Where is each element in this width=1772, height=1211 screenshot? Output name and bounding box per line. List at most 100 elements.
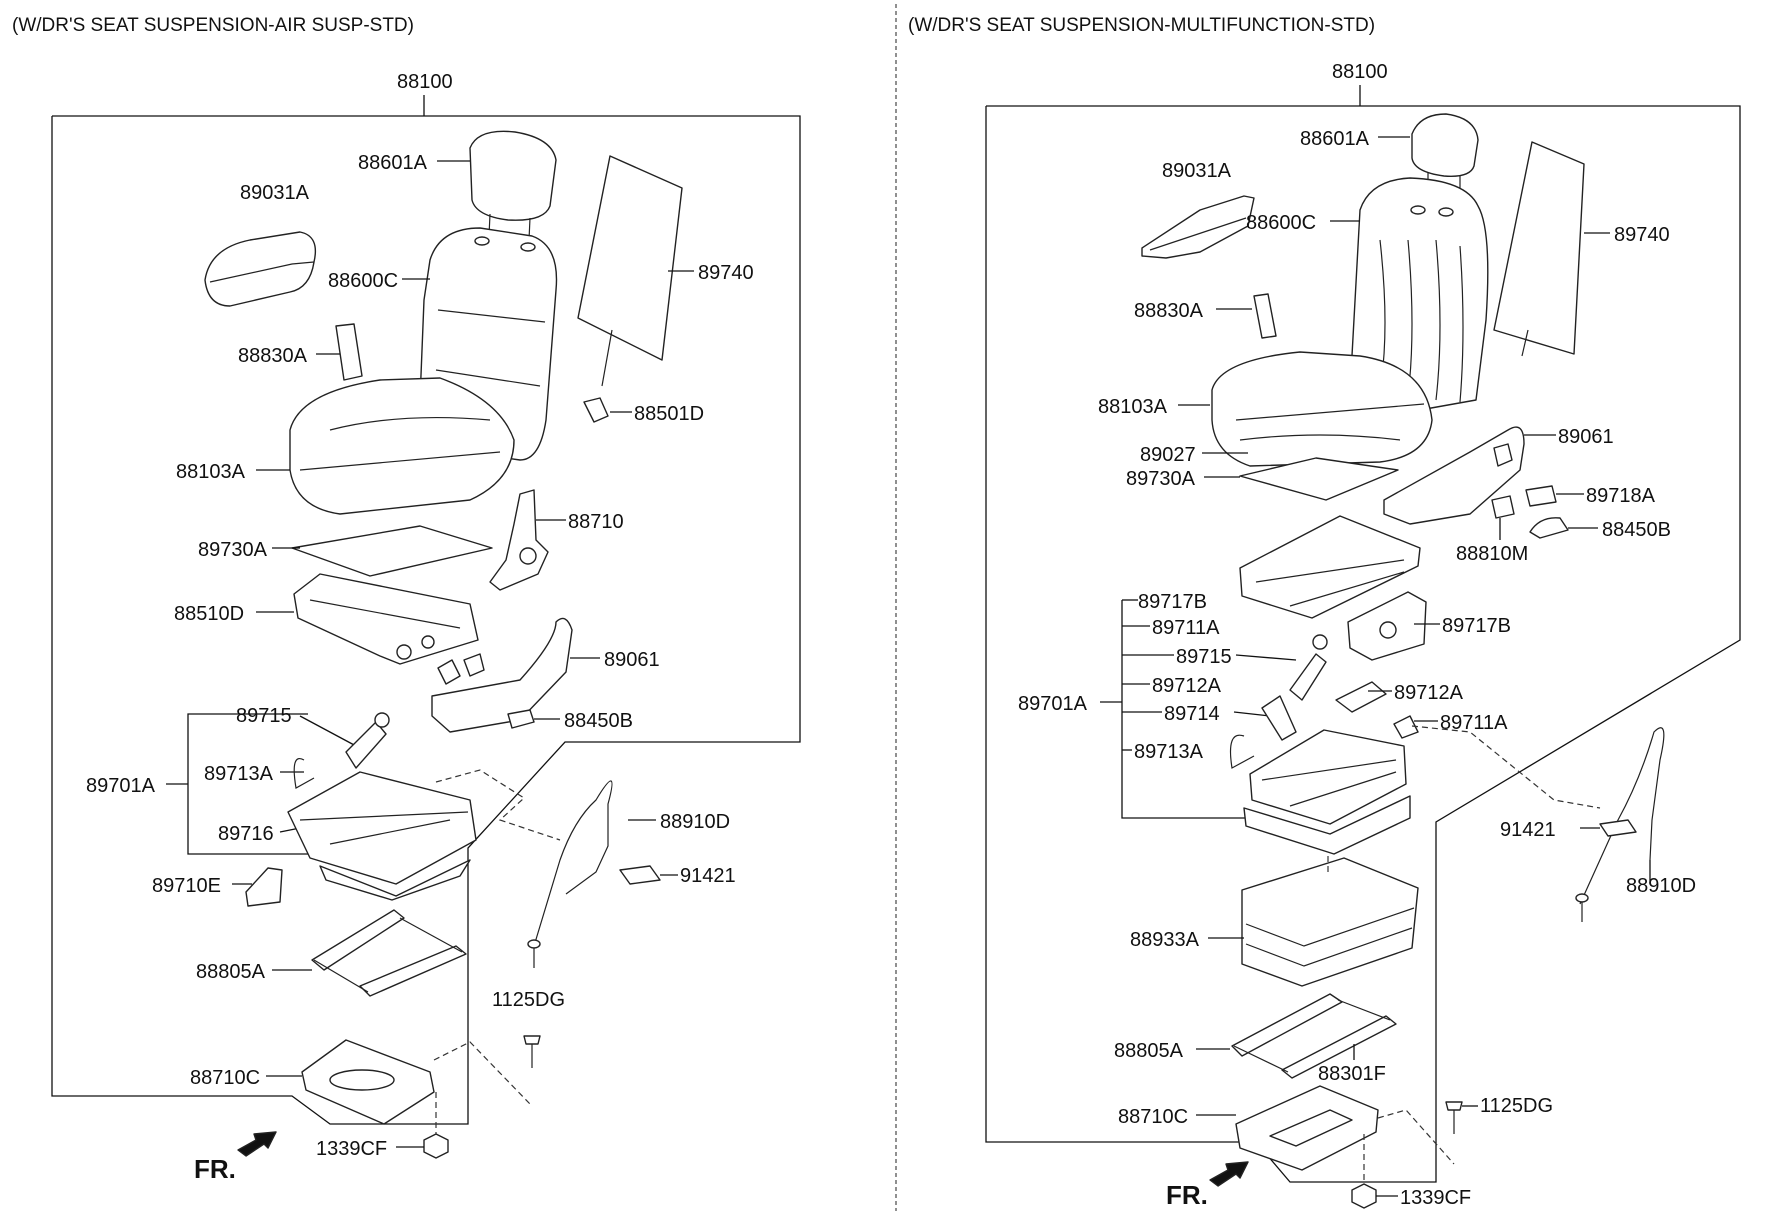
label-89730A: 89730A xyxy=(1126,468,1196,490)
label-89031A: 89031A xyxy=(240,182,310,204)
label-88710: 88710 xyxy=(568,511,624,533)
label-89027: 89027 xyxy=(1140,444,1196,466)
label-88910D: 88910D xyxy=(660,811,730,833)
label-88601A: 88601A xyxy=(358,152,428,174)
knob-part xyxy=(583,397,609,423)
label-89061: 89061 xyxy=(604,649,660,671)
label-91421: 91421 xyxy=(1500,819,1556,841)
armrest-part xyxy=(204,231,317,307)
mounting-plate-part xyxy=(301,1039,435,1125)
label-88601A: 88601A xyxy=(1300,128,1370,150)
base-tray-part xyxy=(1241,856,1419,987)
label-88103A: 88103A xyxy=(176,461,246,483)
label-89713A: 89713A xyxy=(1134,741,1204,763)
seat-rail-part xyxy=(311,909,467,997)
assembly-number: 88100 xyxy=(397,71,453,93)
pad-part xyxy=(1239,457,1399,501)
upper-frame-part xyxy=(1239,515,1421,619)
left-panel: (W/DR'S SEAT SUSPENSION-AIR SUSP-STD) 88… xyxy=(12,15,801,1184)
label-88301F: 88301F xyxy=(1318,1063,1386,1085)
side-cover-part xyxy=(431,617,573,733)
left-panel-title: (W/DR'S SEAT SUSPENSION-AIR SUSP-STD) xyxy=(12,15,414,36)
handle-part xyxy=(1529,517,1569,539)
right-panel: (W/DR'S SEAT SUSPENSION-MULTIFUNCTION-ST… xyxy=(908,15,1741,1210)
label-89031A: 89031A xyxy=(1162,160,1232,182)
seat-cushion-part xyxy=(289,377,515,515)
seat-back-part xyxy=(1349,177,1489,411)
label-1125DG: 1125DG xyxy=(1480,1095,1553,1117)
label-1125DG: 1125DG xyxy=(492,989,565,1011)
label-89701A: 89701A xyxy=(1018,693,1088,715)
label-89701A: 89701A xyxy=(86,775,156,797)
label-89712A-right: 89712A xyxy=(1394,682,1464,704)
label-88910D: 88910D xyxy=(1626,875,1696,897)
bolt-part xyxy=(1445,1101,1463,1134)
back-panel-part xyxy=(577,155,683,361)
label-sheet-part xyxy=(619,865,661,885)
label-88600C: 88600C xyxy=(328,270,398,292)
assembly-outline xyxy=(51,115,801,1125)
label-88510D: 88510D xyxy=(174,603,244,625)
seat-cushion-part xyxy=(1211,351,1433,467)
front-arrow-icon xyxy=(1209,1161,1249,1187)
headrest-part xyxy=(469,130,557,241)
label-1339CF: 1339CF xyxy=(1400,1187,1471,1209)
cable-part xyxy=(533,780,613,947)
belt-buckle-part xyxy=(1253,293,1277,339)
front-indicator: FR. xyxy=(1166,1180,1208,1210)
label-88450B: 88450B xyxy=(564,710,633,732)
label-88933A: 88933A xyxy=(1130,929,1200,951)
label-89713A: 89713A xyxy=(204,763,274,785)
label-88103A: 88103A xyxy=(1098,396,1168,418)
lever-part xyxy=(507,709,535,729)
label-88830A: 88830A xyxy=(1134,300,1204,322)
assembly-number: 88100 xyxy=(1332,61,1388,83)
switch-part xyxy=(1525,485,1557,507)
belt-buckle-part xyxy=(335,323,363,381)
seat-frame-part xyxy=(293,573,479,665)
label-88501D: 88501D xyxy=(634,403,704,425)
label-89715: 89715 xyxy=(1176,646,1232,668)
nut-part xyxy=(1351,1183,1377,1209)
pad-part xyxy=(291,525,493,577)
label-89717B-left: 89717B xyxy=(1138,591,1207,613)
right-panel-title: (W/DR'S SEAT SUSPENSION-MULTIFUNCTION-ST… xyxy=(908,15,1375,36)
cable-part xyxy=(1579,727,1665,905)
label-88710C: 88710C xyxy=(190,1067,260,1089)
label-89718A: 89718A xyxy=(1586,485,1656,507)
label-89711A-right: 89711A xyxy=(1440,712,1508,734)
motor-housing-part xyxy=(1347,591,1427,661)
label-1339CF: 1339CF xyxy=(316,1138,387,1160)
side-cover-part xyxy=(1383,426,1525,525)
group-bracket xyxy=(1121,600,1270,819)
label-89740: 89740 xyxy=(1614,224,1670,246)
label-89711A-left: 89711A xyxy=(1152,617,1220,639)
front-arrow-icon xyxy=(237,1131,277,1157)
suspension-part xyxy=(1229,634,1419,855)
nut-part xyxy=(423,1133,449,1159)
seat-rail-part xyxy=(1231,993,1397,1079)
label-89716: 89716 xyxy=(218,823,274,845)
mounting-plate-part xyxy=(1235,1085,1379,1171)
label-89712A-left: 89712A xyxy=(1152,675,1222,697)
recliner-part xyxy=(489,489,549,591)
front-indicator: FR. xyxy=(194,1154,236,1184)
label-91421: 91421 xyxy=(680,865,736,887)
label-89061: 89061 xyxy=(1558,426,1614,448)
label-88710C: 88710C xyxy=(1118,1106,1188,1128)
label-88600C: 88600C xyxy=(1246,212,1316,234)
label-88805A: 88805A xyxy=(1114,1040,1184,1062)
label-89714: 89714 xyxy=(1164,703,1220,725)
bracket-part xyxy=(245,867,283,907)
assembly-outline xyxy=(985,105,1741,1183)
label-89715: 89715 xyxy=(236,705,292,727)
label-89740: 89740 xyxy=(698,262,754,284)
suspension-part xyxy=(287,712,477,901)
control-unit-part xyxy=(1491,495,1515,519)
back-panel-part xyxy=(1493,141,1585,355)
label-sheet-part xyxy=(1599,819,1637,837)
label-88805A: 88805A xyxy=(196,961,266,983)
armrest-part xyxy=(1141,195,1255,259)
label-89730A: 89730A xyxy=(198,539,268,561)
